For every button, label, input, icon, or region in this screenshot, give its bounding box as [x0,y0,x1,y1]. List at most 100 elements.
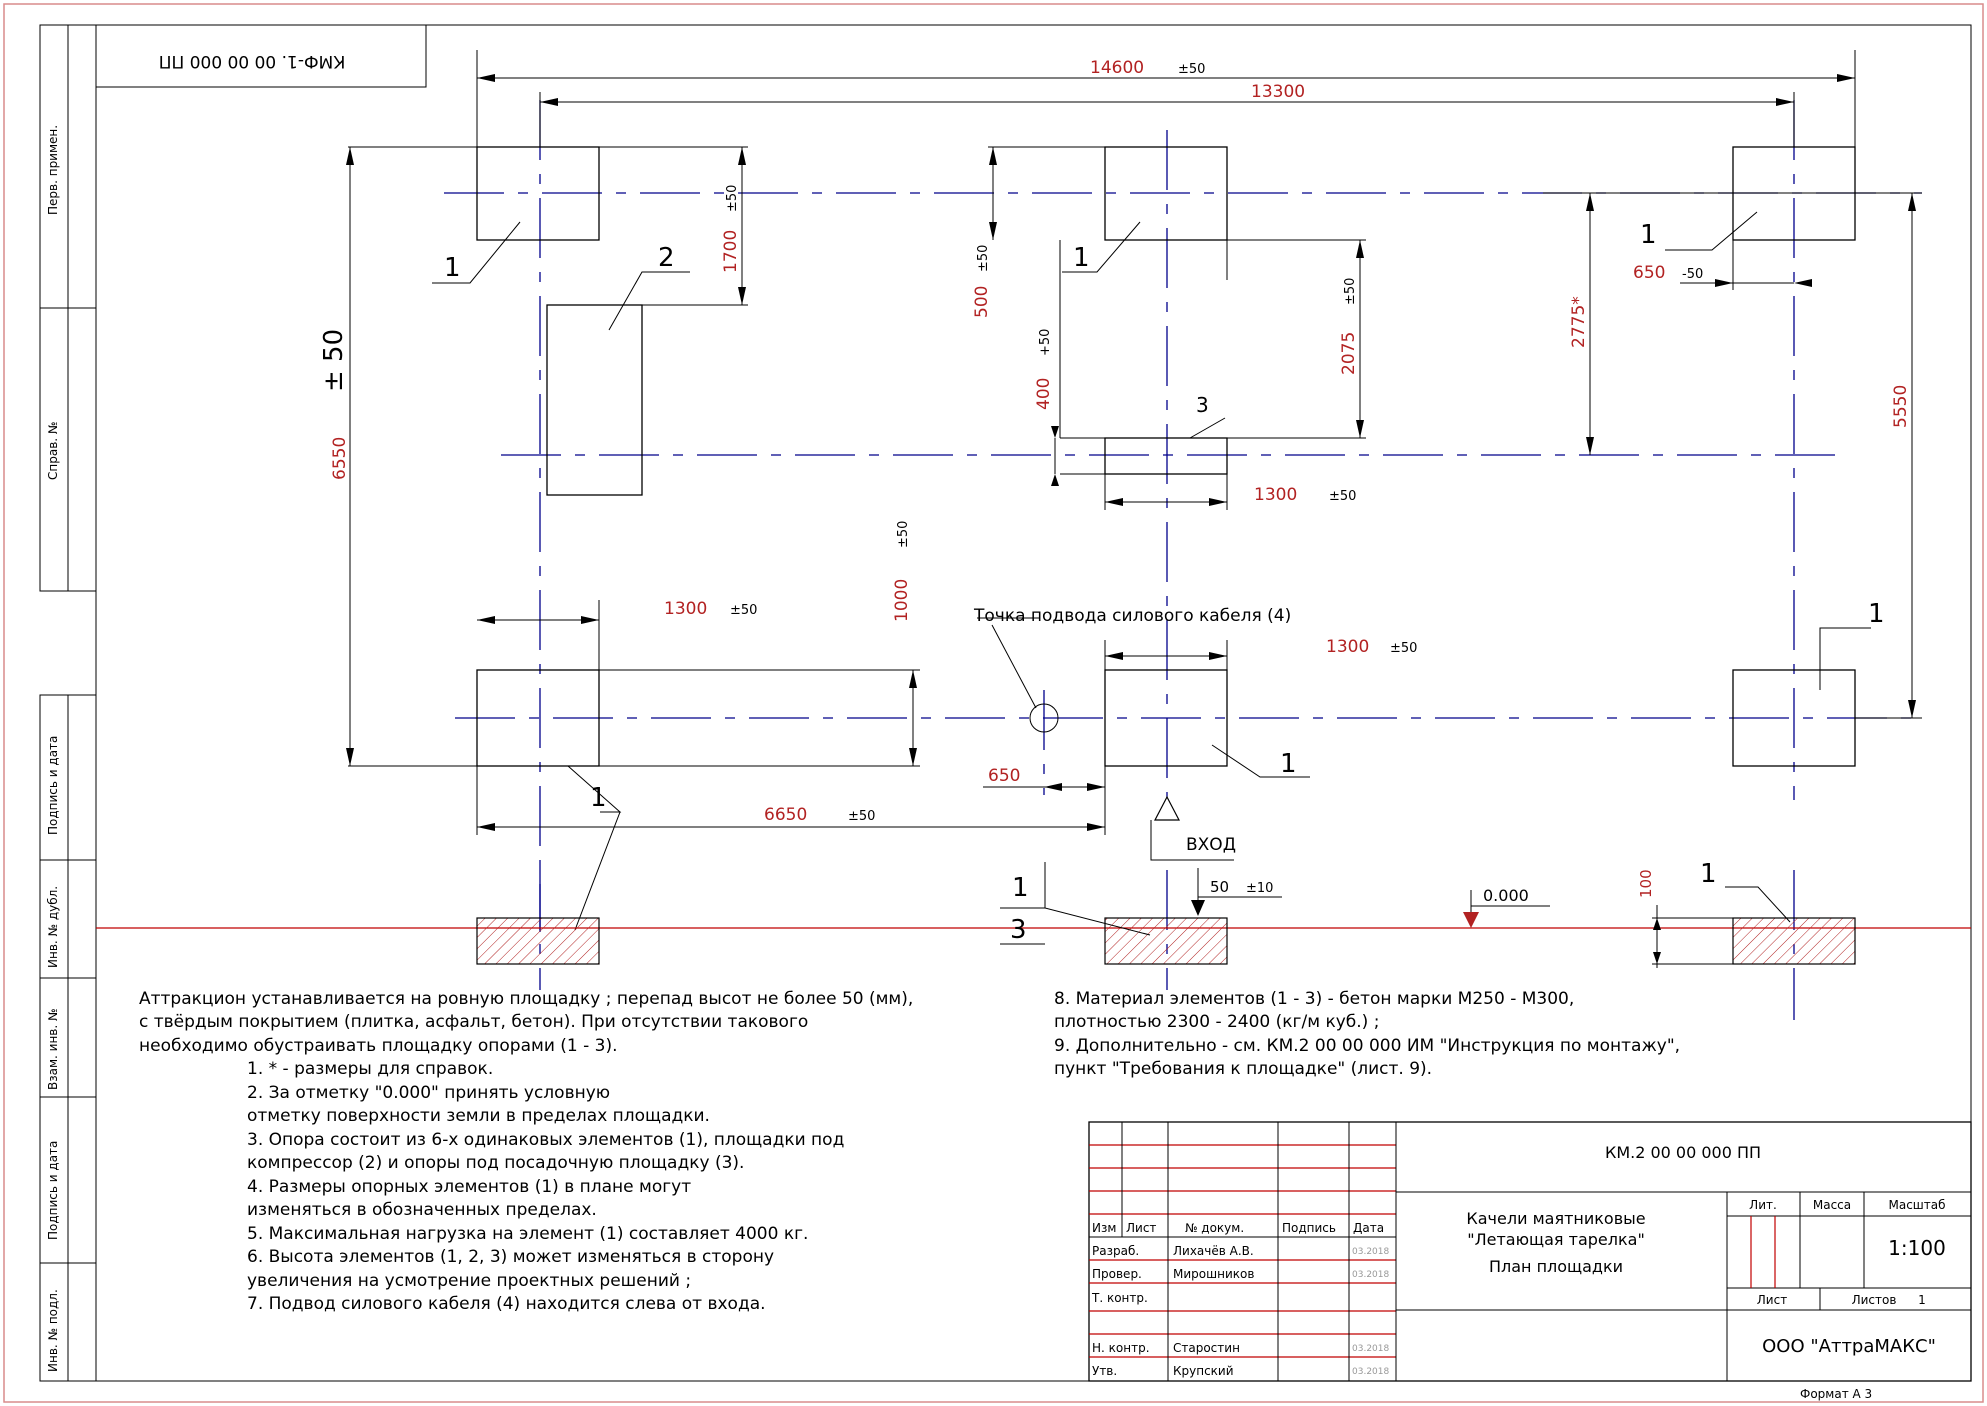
tb-role: Т. контр. [1091,1291,1148,1305]
section-callout-1: 1 [1012,873,1029,903]
dimension-texts: 14600 ±50 13300 6550 ± 50 1700 ±50 500 ±… [319,58,1911,825]
notes-left: Аттракцион устанавливается на ровную пло… [139,989,913,1314]
tb-company: ООО "АттраМАКС" [1762,1336,1936,1357]
tb-title-line: План площадки [1489,1257,1623,1276]
section-block-1 [476,917,600,965]
dimension-arrows [346,74,1916,831]
tb-role: Утв. [1092,1364,1117,1378]
dim-650-bottom: 650 [988,766,1020,786]
tb-role: Н. контр. [1092,1341,1150,1355]
note-intro-line: с твёрдым покрытием (плитка, асфальт, бе… [139,1012,808,1032]
section-block-1 [1104,917,1228,965]
note-intro-line: необходимо обустраивать площадку опорами… [139,1036,618,1056]
title-block: Изм Лист № докум. Подпись Дата Разраб. Л… [1088,1121,1972,1382]
tb-lit-label: Лит. [1749,1198,1777,1212]
side-label-sign-date-1: Подпись и дата [46,736,60,835]
side-strip: Перв. примен. Справ. № Подпись и дата Ин… [39,24,97,1382]
dim-500: 500 [972,286,992,318]
dim-1300-bottom: 1300 [1326,637,1369,657]
callout-1: 1 [1280,749,1297,779]
callout-numbers: 1 2 1 3 1 1 1 1 Точка подвода силового к… [444,220,1885,813]
section-view: 1 3 1 50 ±10 0.000 100 [96,859,1971,968]
extension-lines [348,50,1922,835]
tb-header-sign: Подпись [1282,1221,1336,1235]
dim-6650: 6650 [764,805,807,825]
note-item: 3. Опора состоит из 6-х одинаковых элеме… [247,1130,844,1150]
tb-scale-label: Масштаб [1888,1198,1945,1212]
note-item: 2. За отметку "0.000" принять условную [247,1083,610,1103]
support-element-1 [1104,146,1228,241]
note-item: изменяться в обозначенных пределах. [247,1200,597,1220]
tb-title-line: "Летающая тарелка" [1467,1230,1645,1249]
callout-leaders [432,211,1871,931]
dim-1300-left-tol: ±50 [730,603,757,618]
side-label-reference: Справ. № [46,422,60,480]
note-item: компрессор (2) и опоры под посадочную пл… [247,1153,744,1173]
section-callout-3: 3 [1010,915,1027,945]
tb-scale-value: 1:100 [1888,1236,1946,1260]
tb-name: Крупский [1173,1364,1234,1378]
entrance-label: ВХОД [1186,835,1236,855]
tb-name: Лихачёв А.В. [1173,1244,1254,1258]
dim-100: 100 [1637,869,1655,898]
tb-mass-label: Масса [1813,1198,1851,1212]
dim-5550: 5550 [1891,385,1911,428]
compressor-pad-2 [546,304,643,496]
note-item: 8. Материал элементов (1 - 3) - бетон ма… [1054,989,1574,1009]
tb-title-line: Качели маятниковые [1466,1209,1645,1228]
dim-overall-width-tol: ±50 [1178,62,1205,77]
note-item: 6. Высота элементов (1, 2, 3) может изме… [247,1247,774,1267]
dim-2075-tol: ±50 [1343,278,1358,305]
note-item: 9. Дополнительно - см. КМ.2 00 00 000 ИМ… [1054,1036,1680,1056]
tb-header-date: Дата [1353,1221,1384,1235]
callout-3: 3 [1196,393,1209,417]
section-block-1 [1732,917,1856,965]
side-label-sign-date-2: Подпись и дата [46,1141,60,1240]
tb-name: Мирошников [1173,1267,1254,1281]
entrance-marker: ВХОД [1150,795,1236,861]
note-item: увеличения на усмотрение проектных решен… [247,1271,691,1291]
side-label-dup-inv: Инв. № дубл. [46,886,60,968]
dim-400-tol: +50 [1038,329,1053,356]
side-label-orig-inv: Инв. № подл. [46,1289,60,1372]
sheet-format-label: Формат А 3 [1800,1387,1872,1401]
dim-1300-center: 1300 [1254,485,1297,505]
code-stamp-text: КМФ-1. 00 00 000 ПП [159,51,346,71]
height-50-tol: ±10 [1246,881,1273,896]
dim-1300-center-tol: ±50 [1329,489,1356,504]
callout-1: 1 [1868,599,1885,629]
level-mark: 0.000 [1483,886,1529,905]
tb-header-docnum: № докум. [1185,1221,1244,1235]
cable-point-label: Точка подвода силового кабеля (4) [973,606,1291,626]
tb-date: 03.2018 [1352,1367,1389,1377]
tb-sheet-label: Лист [1757,1293,1787,1307]
callout-1: 1 [1640,220,1657,250]
tb-date: 03.2018 [1352,1247,1389,1257]
notes-right: 8. Материал элементов (1 - 3) - бетон ма… [1054,989,1680,1079]
dim-height-left: 6550 [330,437,350,480]
support-element-1 [476,146,600,241]
sheet-outer-border [3,3,1984,1403]
tb-header-izm: Изм [1092,1221,1116,1235]
dim-400: 400 [1034,378,1054,410]
dim-650-right: 650 [1633,263,1665,283]
dim-500-tol: ±50 [976,245,991,272]
callout-2: 2 [658,243,675,273]
tb-date: 03.2018 [1352,1344,1389,1354]
dim-2075: 2075 [1339,332,1359,375]
tb-role: Разраб. [1092,1244,1139,1258]
dim-1000: 1000 [892,579,912,622]
dim-axis-width: 13300 [1251,82,1305,102]
note-item: 5. Максимальная нагрузка на элемент (1) … [247,1224,808,1244]
dim-6650-tol: ±50 [848,809,875,824]
code-stamp-box [95,24,427,88]
section-callout-1: 1 [1700,859,1717,889]
callout-1: 1 [444,253,461,283]
cable-entry-point [1029,703,1059,733]
note-item: отметку поверхности земли в пределах пло… [247,1106,710,1126]
tb-role: Провер. [1092,1267,1142,1281]
tb-doc-code: КМ.2 00 00 000 ПП [1605,1143,1761,1162]
side-label-first-use: Перв. примен. [46,125,60,215]
dim-650-right-tol: -50 [1682,267,1703,282]
